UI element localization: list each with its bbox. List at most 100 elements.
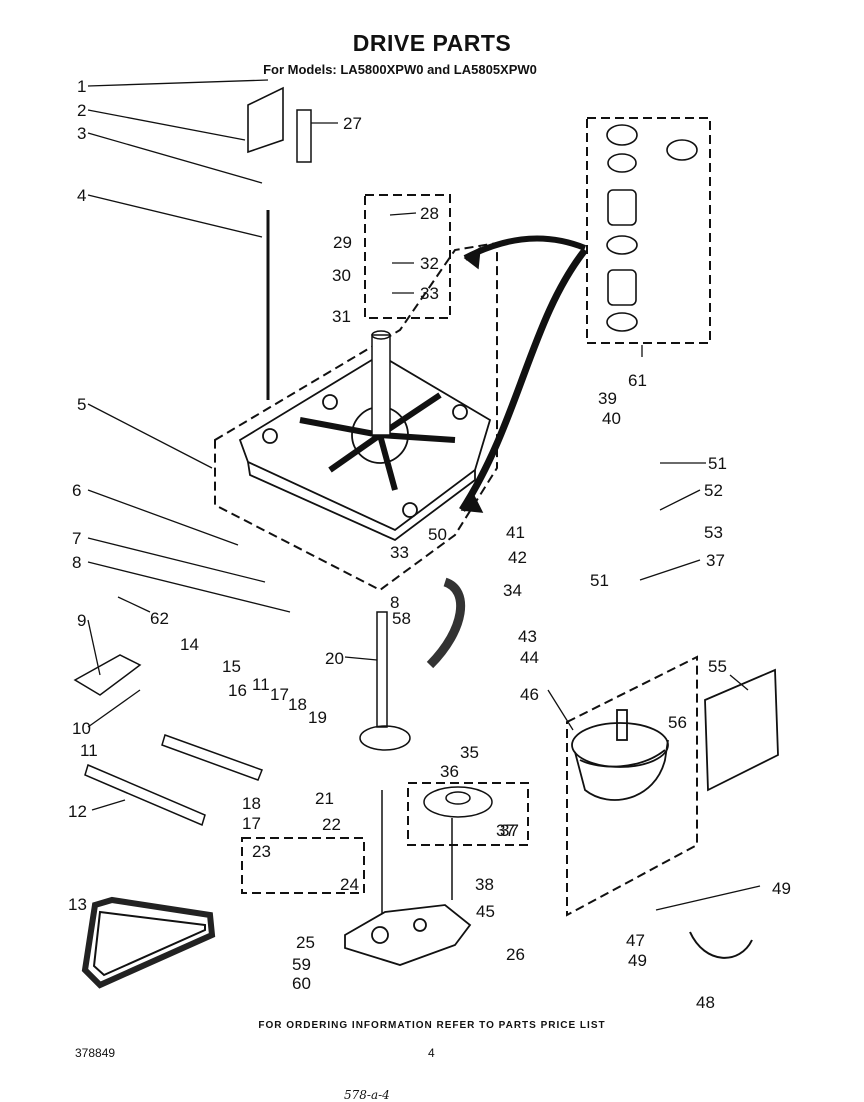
part-callout: 35 <box>460 743 479 762</box>
part-callout: 11 <box>80 741 98 760</box>
part-callout: 7 <box>72 529 81 548</box>
part-callout: 41 <box>506 523 525 542</box>
switch-block-icon <box>73 654 142 696</box>
part-callout: 14 <box>180 635 199 654</box>
part-callout: 13 <box>68 895 87 914</box>
kit-arrow-upper <box>463 235 587 261</box>
part-callout: 15 <box>222 657 241 676</box>
document-number: 378849 <box>75 1046 116 1060</box>
part-callout: 12 <box>68 802 87 821</box>
part-callout: 53 <box>704 523 723 542</box>
part-callout: 37 <box>706 551 725 570</box>
part-callout: 44 <box>520 648 539 667</box>
part-callout: 8 <box>72 553 81 572</box>
part-callout: 40 <box>602 409 621 428</box>
bearing-kit-box <box>364 194 451 319</box>
part-callout: 10 <box>72 719 91 738</box>
pulley-icon <box>423 786 493 900</box>
part-callout: 50 <box>428 525 447 544</box>
part-callout: 5 <box>77 395 86 414</box>
hose-icon <box>426 577 465 669</box>
part-callout: 34 <box>503 581 522 600</box>
drive-belt-icon <box>81 896 216 989</box>
part-callout: 37 <box>500 821 519 840</box>
part-callout: 49 <box>628 951 647 970</box>
part-callout: 27 <box>343 114 362 133</box>
kit-arrow-lower <box>459 247 588 512</box>
part-callout: 4 <box>77 186 86 205</box>
part-callout: 43 <box>518 627 537 646</box>
part-callout: 29 <box>333 233 352 252</box>
part-callout: 31 <box>332 307 351 326</box>
part-callout: 11 <box>252 675 270 694</box>
part-callout: 9 <box>77 611 86 630</box>
part-callout: 38 <box>475 875 494 894</box>
part-callout: 33 <box>390 543 409 562</box>
motor-cover-icon <box>704 668 779 792</box>
part-callout: 61 <box>628 371 647 390</box>
strap-icon <box>296 109 312 163</box>
part-callout: 20 <box>325 649 344 668</box>
ordering-note: FOR ORDERING INFORMATION REFER TO PARTS … <box>258 1020 606 1031</box>
part-callout: 17 <box>270 685 289 704</box>
part-callout: 60 <box>292 974 311 993</box>
part-callout: 42 <box>508 548 527 567</box>
part-callout: 47 <box>626 931 645 950</box>
pulley-kit-box <box>407 782 529 846</box>
part-callout: 58 <box>392 609 411 628</box>
handwritten-note: 578-a-4 <box>344 1088 390 1102</box>
leader-lines <box>87 79 761 911</box>
part-callout: 28 <box>420 204 439 223</box>
part-callout: 51 <box>590 571 609 590</box>
part-callout: 18 <box>288 695 307 714</box>
part-callout: 21 <box>315 789 334 808</box>
part-callout: 49 <box>772 879 791 898</box>
drive-shaft-icon <box>359 611 411 751</box>
bracket-icon <box>247 86 284 154</box>
center-post-icon <box>371 330 391 436</box>
part-callout: 52 <box>704 481 723 500</box>
part-callout: 16 <box>228 681 247 700</box>
seal-kit-parts-icon <box>606 124 698 332</box>
link-bar-icon <box>161 734 263 781</box>
part-callout: 55 <box>708 657 727 676</box>
base-plate-icon <box>238 353 492 542</box>
lever-bar-icon <box>84 763 206 827</box>
part-callout: 30 <box>332 266 351 285</box>
part-callout: 45 <box>476 902 495 921</box>
part-callout: 1 <box>77 77 86 96</box>
part-callout: 37 <box>496 821 515 840</box>
page-title: DRIVE PARTS <box>352 30 512 56</box>
part-callout: 19 <box>308 708 327 727</box>
part-callout: 26 <box>506 945 525 964</box>
seal-kit-box <box>586 117 711 344</box>
models-subtitle: For Models: LA5800XPW0 and LA5805XPW0 <box>263 62 537 77</box>
part-callout: 23 <box>252 842 271 861</box>
part-callout: 25 <box>296 933 315 952</box>
part-callout: 36 <box>440 762 459 781</box>
part-callout: 17 <box>242 814 261 833</box>
part-callout: 3 <box>77 124 86 143</box>
part-callout: 62 <box>150 609 169 628</box>
motor-icon <box>571 709 669 801</box>
clutch-kit-box <box>241 837 365 894</box>
part-callout: 33 <box>420 284 439 303</box>
part-callout: 22 <box>322 815 341 834</box>
base-assembly-outline <box>214 241 498 592</box>
spring-clip-icon <box>689 931 753 959</box>
part-callout: 48 <box>696 993 715 1012</box>
page-number: 4 <box>428 1046 435 1060</box>
motor-assembly-outline <box>566 655 698 917</box>
part-callout: 56 <box>668 713 687 732</box>
part-callout: 39 <box>598 389 617 408</box>
part-callout: 8 <box>390 593 399 612</box>
part-callout: 59 <box>292 955 311 974</box>
part-callout: 6 <box>72 481 81 500</box>
gearcase-icon <box>344 904 472 966</box>
part-callout: 18 <box>242 794 261 813</box>
part-callout: 2 <box>77 101 86 120</box>
part-callout: 24 <box>340 875 359 894</box>
part-callout: 51 <box>708 454 727 473</box>
part-callout: 32 <box>420 254 439 273</box>
